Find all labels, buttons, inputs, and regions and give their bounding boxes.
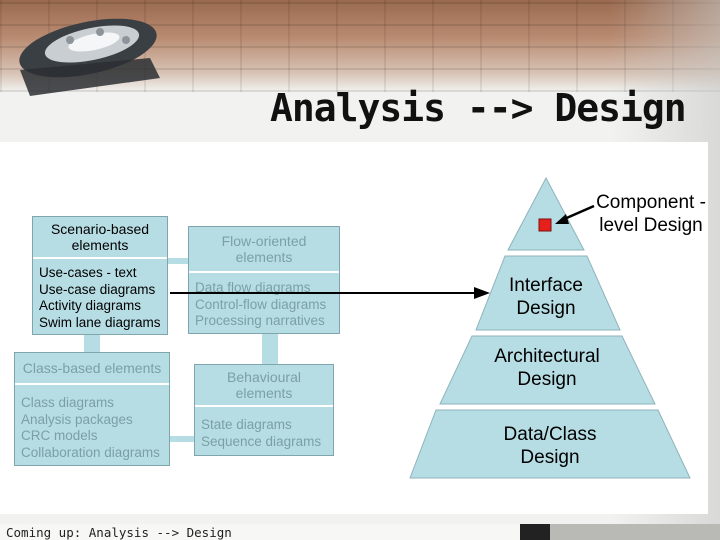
flow-oriented-header: Flow-oriented elements bbox=[189, 227, 339, 273]
list-item: Processing narratives bbox=[195, 313, 325, 328]
list-item: Collaboration diagrams bbox=[21, 444, 160, 460]
component-pointer-arrowhead bbox=[555, 214, 569, 224]
behavioural-list: State diagrams Sequence diagrams bbox=[201, 417, 329, 450]
data-class-design-label: Data/Class Design bbox=[503, 424, 597, 468]
list-item: Activity diagrams bbox=[39, 298, 142, 313]
design-pyramid bbox=[170, 176, 691, 479]
connector-left bbox=[84, 330, 100, 354]
architectural-design-label: Architectural Design bbox=[494, 346, 600, 390]
desk-lamp-image bbox=[19, 18, 160, 96]
component-level-note: Component -level Design bbox=[596, 192, 706, 236]
class-based-list: Class diagrams Analysis packages CRC mod… bbox=[21, 395, 165, 461]
pyramid-layer-architectural bbox=[439, 335, 656, 405]
list-item: Swim lane diagrams bbox=[39, 314, 161, 330]
pyramid-layer-interface bbox=[475, 255, 621, 331]
behavioural-box: Behavioural elements State diagrams Sequ… bbox=[194, 364, 334, 456]
component-highlight-square bbox=[538, 218, 552, 232]
class-based-header: Class-based elements bbox=[15, 353, 169, 385]
scenario-based-list: Use-cases - text Use-case diagrams Activ… bbox=[39, 265, 163, 331]
list-item: Sequence diagrams bbox=[201, 433, 322, 449]
list-item: Analysis packages bbox=[21, 411, 133, 427]
slide-footer: Coming up: Analysis --> Design bbox=[6, 525, 232, 540]
list-item: Control-flow diagrams bbox=[195, 296, 327, 312]
class-based-box: Class-based elements Class diagrams Anal… bbox=[14, 352, 170, 466]
flow-oriented-list: Data flow diagrams Control-flow diagrams… bbox=[195, 280, 335, 330]
list-item: State diagrams bbox=[201, 417, 292, 432]
pyramid-layer-data-class bbox=[409, 409, 691, 479]
list-item: Use-case diagrams bbox=[39, 281, 156, 297]
interface-design-label: Interface Design bbox=[509, 275, 583, 319]
list-item: Class diagrams bbox=[21, 395, 115, 410]
scenario-based-header: Scenario-based elements bbox=[33, 217, 167, 259]
list-item: Use-cases - text bbox=[39, 265, 137, 280]
slide-title: Analysis --> Design bbox=[270, 86, 687, 130]
flow-oriented-box: Flow-oriented elements Data flow diagram… bbox=[188, 226, 340, 334]
scenario-based-box: Scenario-based elements Use-cases - text… bbox=[32, 216, 168, 335]
list-item: CRC models bbox=[21, 428, 98, 443]
component-pointer-arrow bbox=[561, 204, 595, 222]
behavioural-header: Behavioural elements bbox=[195, 365, 333, 407]
bottom-decoration bbox=[520, 524, 720, 540]
diagram-panel: Scenario-based elements Use-cases - text… bbox=[0, 142, 708, 514]
pyramid-layer-component bbox=[507, 176, 585, 251]
list-item: Data flow diagrams bbox=[195, 280, 311, 295]
analysis-to-interface-arrowhead bbox=[474, 287, 490, 299]
